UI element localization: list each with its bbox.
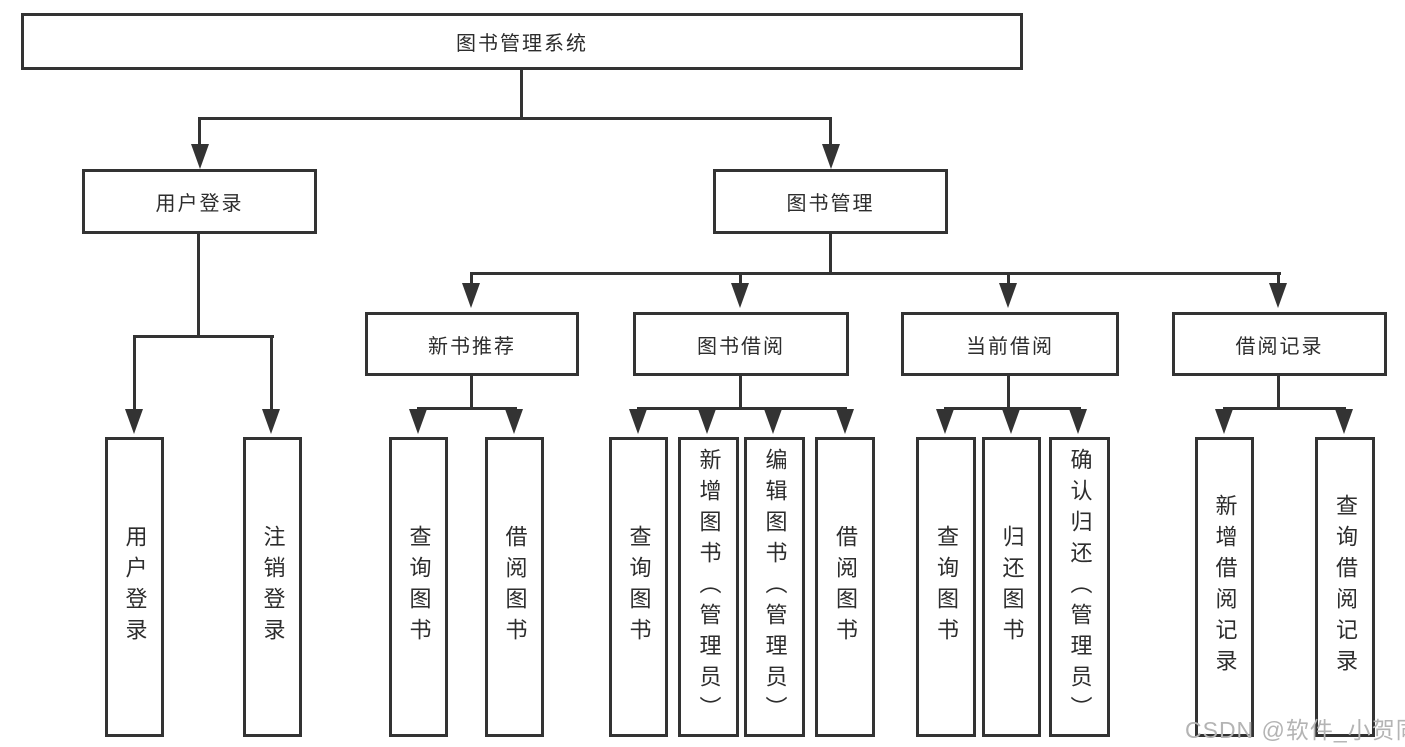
leaf-borrow-books-2: 借阅图书	[815, 437, 875, 737]
leaf-return-books: 归还图书	[982, 437, 1041, 737]
node-borrowing-records: 借阅记录	[1172, 312, 1387, 376]
connector-line	[829, 117, 832, 146]
csdn-watermark: CSDN @软件_小贺同学	[1185, 717, 1405, 743]
node-new-book-recommend: 新书推荐	[365, 312, 579, 376]
node-label: 确认归还（管理员）	[1067, 447, 1093, 727]
leaf-add-borrow-record: 新增借阅记录	[1195, 437, 1254, 737]
node-label: 注销登录	[260, 525, 286, 649]
connector-line	[520, 69, 523, 118]
node-label: 新书推荐	[428, 335, 516, 358]
node-book-borrowing: 图书借阅	[633, 312, 849, 376]
node-label: 新增图书（管理员）	[696, 447, 722, 727]
connector-line	[739, 272, 742, 285]
node-label: 图书借阅	[697, 335, 785, 358]
arrowhead-down-icon	[262, 409, 280, 434]
arrowhead-down-icon	[191, 144, 209, 169]
leaf-query-books-2: 查询图书	[609, 437, 668, 737]
connector-line	[133, 335, 274, 338]
connector-line	[944, 407, 1081, 410]
leaf-query-borrow-record: 查询借阅记录	[1315, 437, 1375, 737]
node-label: 编辑图书（管理员）	[762, 447, 788, 727]
arrowhead-down-icon	[409, 409, 427, 434]
node-label: 借阅图书	[833, 525, 858, 649]
node-library-system: 图书管理系统	[21, 13, 1023, 70]
arrowhead-down-icon	[1215, 409, 1233, 434]
connector-line	[197, 234, 200, 337]
leaf-edit-books-admin: 编辑图书（管理员）	[744, 437, 805, 737]
connector-line	[270, 335, 273, 410]
connector-line	[1223, 407, 1346, 410]
connector-line	[470, 272, 1281, 275]
arrowhead-down-icon	[462, 283, 480, 308]
node-label: 用户登录	[155, 193, 244, 215]
connector-line	[829, 234, 832, 274]
node-label: 查询图书	[406, 525, 432, 649]
arrowhead-down-icon	[999, 283, 1017, 308]
arrowhead-down-icon	[698, 409, 716, 434]
arrowhead-down-icon	[1069, 409, 1087, 434]
leaf-logout: 注销登录	[243, 437, 302, 737]
leaf-query-books-3: 查询图书	[916, 437, 976, 737]
arrowhead-down-icon	[822, 144, 840, 169]
arrowhead-down-icon	[125, 409, 143, 434]
arrowhead-down-icon	[731, 283, 749, 308]
connector-line	[637, 407, 847, 410]
leaf-add-books-admin: 新增图书（管理员）	[678, 437, 739, 737]
leaf-user-login: 用户登录	[105, 437, 164, 737]
connector-line	[198, 117, 201, 146]
connector-line	[133, 335, 136, 410]
leaf-confirm-return-admin: 确认归还（管理员）	[1049, 437, 1110, 737]
arrowhead-down-icon	[764, 409, 782, 434]
node-label: 查询图书	[626, 525, 652, 649]
node-current-borrowing: 当前借阅	[901, 312, 1119, 376]
leaf-query-books-1: 查询图书	[389, 437, 448, 737]
node-book-management: 图书管理	[713, 169, 948, 234]
node-label: 借阅图书	[502, 525, 528, 649]
arrowhead-down-icon	[629, 409, 647, 434]
arrowhead-down-icon	[1269, 283, 1287, 308]
node-user-login: 用户登录	[82, 169, 317, 234]
connector-line	[1277, 272, 1280, 285]
arrowhead-down-icon	[505, 409, 523, 434]
node-label: 图书管理	[786, 193, 875, 215]
node-label: 当前借阅	[966, 335, 1054, 358]
node-label: 归还图书	[999, 525, 1025, 649]
arrowhead-down-icon	[1002, 409, 1020, 434]
arrowhead-down-icon	[1335, 409, 1353, 434]
node-label: 新增借阅记录	[1212, 494, 1238, 680]
connector-line	[470, 376, 473, 409]
node-label: 图书管理系统	[456, 33, 588, 55]
node-label: 查询图书	[934, 525, 959, 649]
connector-line	[1007, 376, 1010, 409]
node-label: 查询借阅记录	[1333, 494, 1358, 680]
connector-line	[1007, 272, 1010, 285]
leaf-borrow-books-1: 借阅图书	[485, 437, 544, 737]
node-label: 借阅记录	[1235, 335, 1324, 358]
arrowhead-down-icon	[836, 409, 854, 434]
connector-line	[417, 407, 517, 410]
connector-line	[198, 117, 832, 120]
connector-line	[739, 376, 742, 409]
node-label: 用户登录	[122, 525, 148, 649]
connector-line	[470, 272, 473, 285]
arrowhead-down-icon	[936, 409, 954, 434]
connector-line	[1277, 376, 1280, 409]
